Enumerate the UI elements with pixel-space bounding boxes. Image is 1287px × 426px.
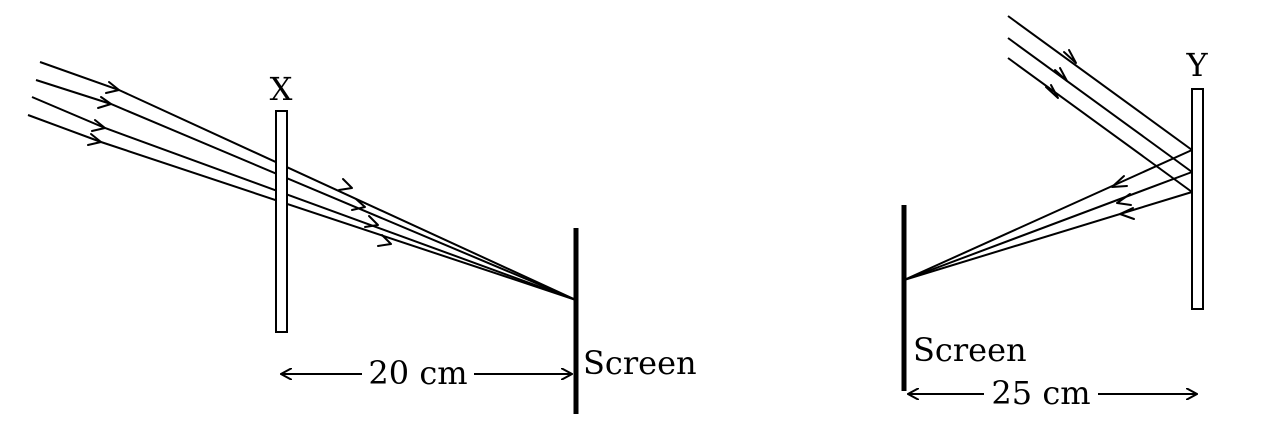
right-out-ray-1 [903, 149, 1193, 281]
left-arrowheads-incoming [87, 81, 120, 146]
right-arrowhead-in-3 [1045, 84, 1059, 99]
left-distance-label: 20 cm [368, 354, 467, 392]
left-ray-3 [31, 96, 577, 301]
left-ray-2 [35, 79, 577, 301]
right-arrowheads-incoming [1045, 49, 1077, 99]
left-distance-dimension: 20 cm [281, 354, 572, 392]
right-in-ray-3 [1007, 57, 1193, 193]
left-arrowhead-4a [87, 133, 102, 146]
left-arrowhead-2b [351, 198, 366, 211]
right-in-ray-2 [1007, 37, 1193, 173]
left-ray-1 [39, 61, 577, 301]
right-arrowhead-in-1 [1063, 49, 1077, 64]
left-arrowhead-3a [91, 119, 106, 132]
lens-x-label: X [270, 70, 293, 108]
left-arrowheads-outgoing [338, 178, 392, 247]
left-rays [27, 61, 577, 301]
right-arrowhead-out-3 [1119, 207, 1135, 220]
left-arrowhead-2a [97, 96, 112, 109]
mirror-y [1191, 88, 1204, 310]
left-ray-4 [27, 114, 577, 301]
right-screen-label: Screen [913, 331, 1027, 369]
left-setup: X Screen 20 cm [27, 61, 697, 414]
left-arrowhead-4b [377, 234, 392, 247]
right-arrowheads-reflected [1111, 175, 1135, 220]
left-screen-label: Screen [583, 344, 697, 382]
right-out-ray-2 [903, 171, 1193, 281]
right-out-ray-3 [903, 191, 1193, 281]
left-arrowhead-1a [105, 81, 120, 94]
left-arrowhead-1b [338, 178, 353, 191]
right-distance-label: 25 cm [991, 374, 1090, 412]
right-arrowhead-out-1 [1111, 175, 1128, 188]
right-arrowhead-in-2 [1054, 67, 1068, 82]
left-arrowhead-3b [364, 215, 379, 228]
lens-x [275, 110, 288, 333]
right-distance-dimension: 25 cm [908, 374, 1197, 412]
mirror-y-label: Y [1185, 46, 1208, 84]
right-setup: Y Screen 25 cm [901, 15, 1208, 412]
right-reflected-rays [903, 149, 1193, 281]
right-incoming-rays [1007, 15, 1193, 193]
right-in-ray-1 [1007, 15, 1193, 151]
right-arrowhead-out-2 [1116, 193, 1132, 206]
